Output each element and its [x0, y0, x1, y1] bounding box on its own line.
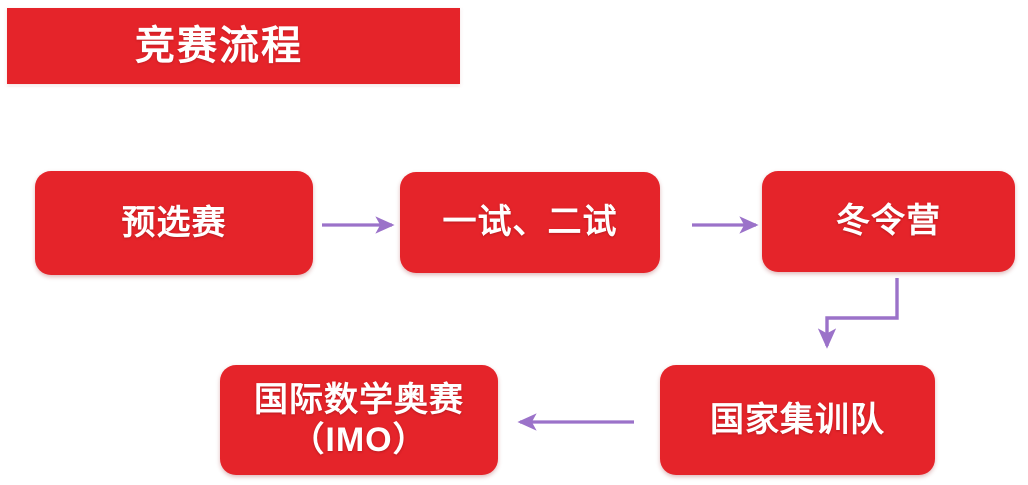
flow-node-national-team[interactable]: 国家集训队	[660, 365, 935, 475]
arrow-national-team-to-imo-icon	[517, 413, 634, 431]
page-title: 竞赛流程	[135, 24, 303, 68]
flow-node-winter-camp[interactable]: 冬令营	[762, 171, 1015, 272]
flow-node-preliminary[interactable]: 预选赛	[35, 171, 313, 275]
flow-node-label: 预选赛	[121, 203, 227, 242]
arrow-winter-camp-to-national-team-icon	[817, 278, 899, 349]
flow-node-tests[interactable]: 一试、二试	[400, 172, 660, 273]
flow-node-label: 国家集训队	[710, 400, 885, 439]
arrow-preliminary-to-tests-icon	[322, 216, 395, 234]
flow-node-imo[interactable]: 国际数学奥赛 （IMO）	[220, 365, 498, 475]
flow-node-label: 冬令营	[836, 202, 941, 241]
title-banner: 竞赛流程	[7, 8, 460, 84]
flow-node-label: 国际数学奥赛 （IMO）	[254, 380, 464, 459]
arrow-tests-to-winter-camp-icon	[692, 216, 759, 234]
flow-node-label: 一试、二试	[442, 203, 618, 242]
